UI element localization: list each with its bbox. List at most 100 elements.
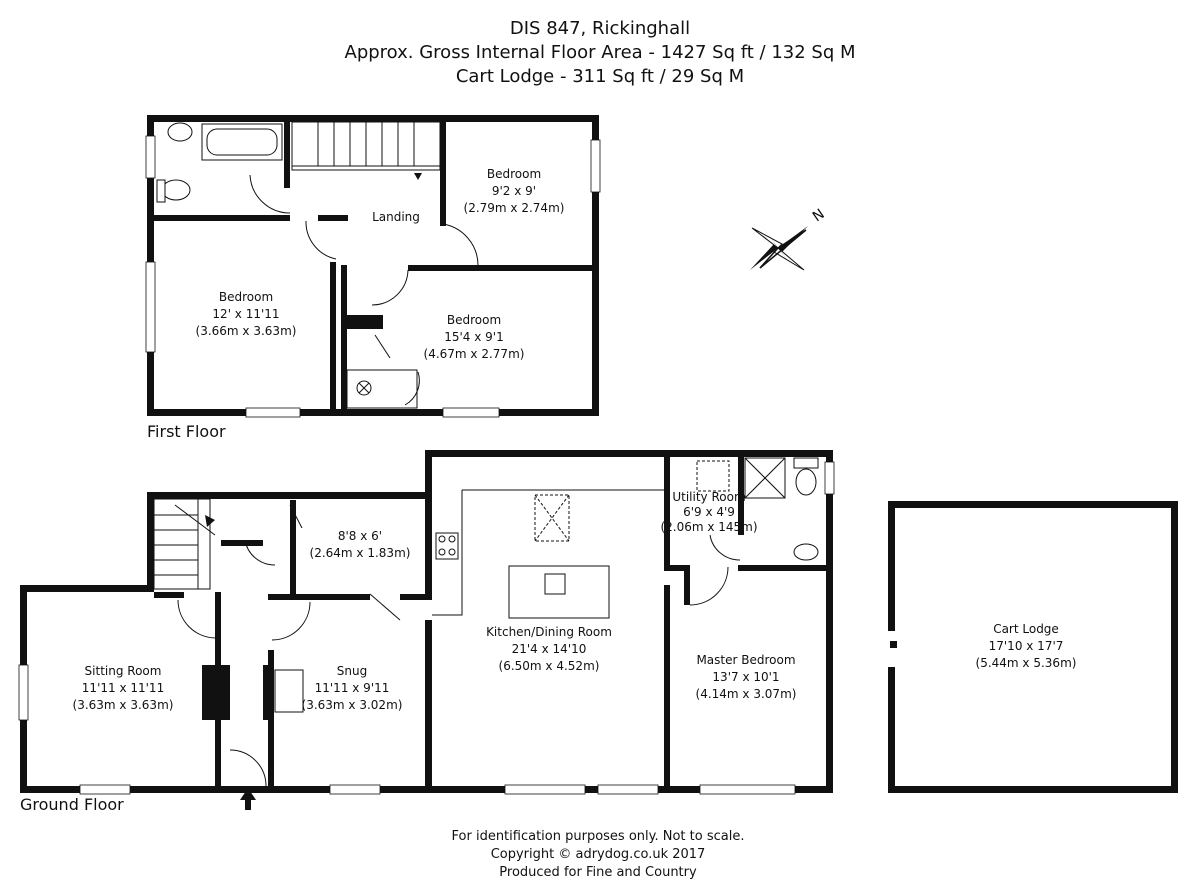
- room-size-metric: (3.63m x 3.02m): [302, 698, 403, 712]
- room-bedroom-ne: Bedroom 9'2 x 9' (2.79m x 2.74m): [464, 167, 565, 215]
- room-size-imperial: 13'7 x 10'1: [712, 670, 779, 684]
- room-size-metric: (4.67m x 2.77m): [424, 347, 525, 361]
- footer-disclaimer: For identification purposes only. Not to…: [452, 829, 745, 844]
- wall: [888, 501, 895, 631]
- room-kitchen-dining: Kitchen/Dining Room 21'4 x 14'10 (6.50m …: [486, 625, 612, 673]
- room-name: Snug: [337, 664, 367, 678]
- door-swing: [369, 593, 401, 621]
- header-floor-area: Approx. Gross Internal Floor Area - 1427…: [345, 42, 856, 63]
- wall: [147, 215, 290, 221]
- wall: [330, 262, 336, 412]
- compass-north-label: N: [810, 206, 828, 225]
- wall: [425, 500, 432, 600]
- window: [699, 784, 796, 795]
- wall: [221, 540, 263, 546]
- toilet-icon: [795, 468, 817, 496]
- room-sitting-room: Sitting Room 11'11 x 11'11 (3.63m x 3.63…: [73, 664, 174, 712]
- wall: [664, 585, 670, 788]
- first-floor-label: First Floor: [147, 422, 226, 441]
- door-swing: [374, 334, 391, 359]
- header-cart-lodge-area: Cart Lodge - 311 Sq ft / 29 Sq M: [456, 66, 744, 87]
- room-name: Master Bedroom: [696, 653, 795, 667]
- fireplace: [202, 665, 230, 720]
- ground-floor-label: Ground Floor: [20, 795, 124, 814]
- first-floor-wall-top: [147, 115, 599, 122]
- rooflight: [696, 460, 730, 492]
- wall: [147, 492, 154, 590]
- ground-floor-plan: 8'8 x 6' (2.64m x 1.83m) Utility Room 6'…: [18, 450, 835, 814]
- room-name: Sitting Room: [85, 664, 162, 678]
- window: [590, 139, 601, 193]
- wall: [425, 450, 432, 500]
- wall: [318, 215, 348, 221]
- wall: [284, 118, 290, 188]
- room-size-imperial: 8'8 x 6': [338, 529, 382, 543]
- room-size-metric: (2.06m x 145m): [660, 520, 757, 534]
- window: [79, 784, 131, 795]
- wall: [684, 565, 690, 605]
- wall: [20, 786, 833, 793]
- wall: [664, 455, 670, 565]
- wall: [738, 455, 744, 535]
- wall: [440, 118, 446, 226]
- room-name: Cart Lodge: [993, 622, 1059, 636]
- wall: [154, 592, 184, 598]
- basin-icon: [167, 122, 193, 142]
- wall: [1171, 501, 1178, 793]
- wall: [888, 786, 1178, 793]
- ground-floor-stairs: [153, 498, 216, 590]
- room-study: 8'8 x 6' (2.64m x 1.83m): [310, 529, 411, 560]
- stove-icon: [274, 669, 304, 713]
- toilet-icon: [161, 179, 191, 201]
- room-size-imperial: 11'11 x 9'11: [315, 681, 390, 695]
- window: [442, 407, 500, 418]
- basin-icon: [793, 543, 819, 561]
- wall: [664, 565, 688, 571]
- wall: [738, 565, 833, 571]
- footer: For identification purposes only. Not to…: [452, 829, 745, 880]
- room-size-metric: (2.79m x 2.74m): [464, 201, 565, 215]
- stair-direction-arrow-icon: [414, 173, 422, 180]
- room-size-metric: (5.44m x 5.36m): [976, 656, 1077, 670]
- wall: [341, 265, 347, 410]
- window: [145, 135, 156, 179]
- post: [890, 641, 897, 648]
- room-landing: Landing: [372, 210, 420, 224]
- room-size-imperial: 9'2 x 9': [492, 184, 536, 198]
- footer-produced-for: Produced for Fine and Country: [499, 865, 697, 880]
- wall: [400, 594, 430, 600]
- room-size-metric: (3.66m x 3.63m): [196, 324, 297, 338]
- window: [329, 784, 381, 795]
- wall: [20, 585, 154, 592]
- room-master-bedroom: Master Bedroom 13'7 x 10'1 (4.14m x 3.07…: [696, 653, 797, 701]
- door-swing: [305, 220, 337, 260]
- door-swing: [689, 566, 729, 606]
- header: DIS 847, Rickinghall Approx. Gross Inter…: [345, 18, 856, 87]
- door-swing: [244, 539, 276, 566]
- door-swing: [289, 504, 303, 529]
- door-swing: [709, 534, 741, 561]
- room-name: Bedroom: [487, 167, 541, 181]
- room-size-imperial: 17'10 x 17'7: [989, 639, 1064, 653]
- chimney-breast: [345, 315, 383, 329]
- window: [597, 784, 659, 795]
- room-bedroom-nw: Bedroom 12' x 11'11 (3.66m x 3.63m): [196, 290, 297, 338]
- door-swing: [371, 269, 409, 306]
- cart-lodge-plan: Cart Lodge 17'10 x 17'7 (5.44m x 5.36m): [888, 501, 1178, 793]
- room-cart-lodge: Cart Lodge 17'10 x 17'7 (5.44m x 5.36m): [976, 622, 1077, 670]
- window: [18, 664, 29, 721]
- room-size-metric: (3.63m x 3.63m): [73, 698, 174, 712]
- footer-copyright: Copyright © adrydog.co.uk 2017: [491, 847, 706, 862]
- room-size-imperial: 6'9 x 4'9: [683, 505, 735, 519]
- stair-direction-arrow-icon: [205, 515, 215, 527]
- room-size-imperial: 15'4 x 9'1: [444, 330, 504, 344]
- window: [145, 261, 156, 353]
- wall: [408, 265, 598, 271]
- first-floor-stairs: [291, 121, 441, 180]
- room-snug: Snug 11'11 x 9'11 (3.63m x 3.02m): [302, 664, 403, 712]
- cupboard: [346, 369, 418, 409]
- hob-icon: [435, 532, 459, 560]
- door-swing: [442, 223, 479, 266]
- room-size-metric: (6.50m x 4.52m): [499, 659, 600, 673]
- room-size-imperial: 11'11 x 11'11: [82, 681, 164, 695]
